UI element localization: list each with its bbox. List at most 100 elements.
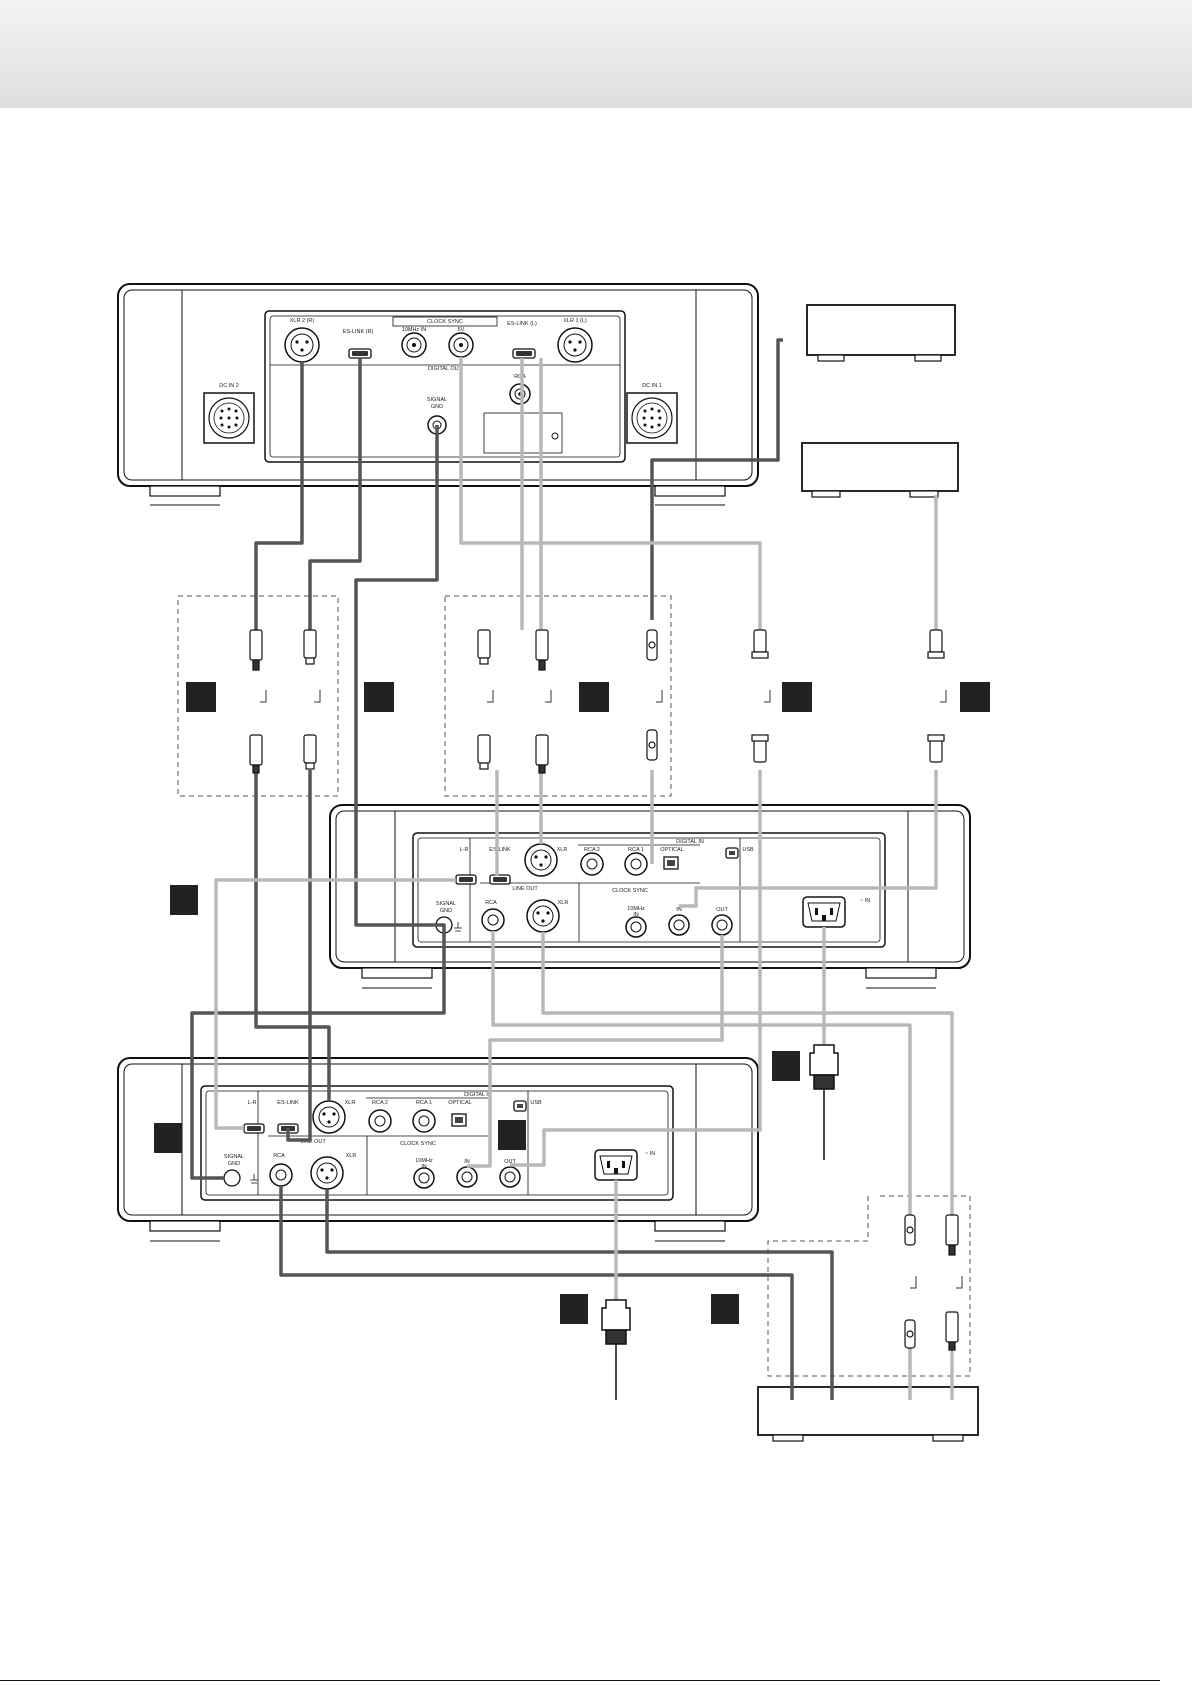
10mhz-in-label: 10MHz IN (402, 327, 426, 333)
mid-xlr-in-connector (524, 843, 558, 877)
dc-in-1-label: DC IN 1 (642, 383, 662, 389)
mid-ac-inlet (802, 896, 846, 928)
signal-gnd-label-2: GND (431, 404, 443, 410)
bot-optical-label: OPTICAL (448, 1100, 472, 1106)
bot-ac-inlet (594, 1149, 638, 1181)
mid-eslink-port (489, 874, 511, 885)
mid-rca2-label: RCA 2 (584, 847, 600, 853)
mid-usb-port (725, 847, 739, 859)
bot-xlr-in-connector (312, 1100, 346, 1134)
mid-rca-out-connector (481, 908, 505, 932)
mid-rca2-connector (580, 852, 604, 876)
bottom-unit-feet (149, 1220, 726, 1242)
mid-digital-in-label: DIGITAL IN (676, 839, 704, 845)
dc-in-2-label: DC IN 2 (219, 383, 239, 389)
10mhz-in-connector (401, 332, 427, 358)
bot-optical-port (451, 1113, 467, 1127)
bot-rca2-label: RCA 2 (372, 1100, 388, 1106)
mid-clock-sync-label: CLOCK SYNC (612, 888, 648, 894)
mid-signal-gnd-label-1: SIGNAL (436, 901, 456, 907)
bot-line-out-label: LINE OUT (300, 1139, 326, 1145)
dc-in-1-connector (626, 392, 678, 444)
xlr-l-label: XLR 1 (L) (563, 318, 587, 324)
bot-rca-out-connector (269, 1163, 293, 1187)
eslink-r-port (348, 348, 372, 359)
bot-clock-sync-label: CLOCK SYNC (400, 1141, 436, 1147)
mid-clock-in-label: IN (676, 907, 682, 913)
cable-direction-glyphs (260, 690, 963, 1289)
mid-line-out-label: LINE OUT (512, 886, 538, 892)
bot-10mhz-connector (413, 1167, 435, 1189)
bot-xlr-out-connector (310, 1156, 344, 1190)
bot-signal-gnd-label-1: SIGNAL (224, 1154, 244, 1160)
top-unit: XLR 2 (R) ES-LINK (R) CLOCK SYNC 10MHz I… (117, 283, 759, 506)
bot-rca2-connector (368, 1109, 392, 1133)
mid-xlr-label: XLR (557, 847, 568, 853)
bot-rca1-connector (412, 1109, 436, 1133)
mid-10mhz-label-2: IN (633, 912, 639, 918)
bot-xlr-out-label: XLR (346, 1153, 357, 1159)
bot-eslink-label: ES-LINK (277, 1100, 299, 1106)
mid-xlr-out-connector (526, 899, 560, 933)
mid-rca1-label: RCA 1 (628, 847, 644, 853)
bot-usb-port (513, 1100, 527, 1112)
bot-clock-in-connector (456, 1166, 478, 1188)
mid-10mhz-label-1: 10MHz (627, 906, 645, 912)
middle-unit: L-R ES-LINK XLR RCA 2 RCA 1 OPTICAL (329, 804, 971, 989)
bot-10mhz-label-2: IN (421, 1164, 427, 1170)
bot-ac-in-label: ~ IN (645, 1151, 655, 1157)
eslink-r-label: ES-LINK (R) (343, 329, 374, 335)
ac-power-plugs (601, 1044, 839, 1400)
digital-out-label: DIGITAL OUT (428, 366, 463, 372)
clock-sync-label: CLOCK SYNC (427, 319, 463, 325)
mid-clock-out-label: OUT (716, 907, 728, 913)
mid-lr-label: L-R (460, 847, 469, 853)
top-unit-feet (149, 485, 726, 506)
bot-10mhz-label-1: 10MHz (415, 1158, 433, 1164)
mid-eslink-label: ES-LINK (489, 847, 511, 853)
mid-clock-in-connector (668, 914, 690, 936)
mid-usb-label: USB (742, 847, 754, 853)
eslink-l-label: ES-LINK (L) (507, 321, 537, 327)
bot-rca1-label: RCA 1 (416, 1100, 432, 1106)
external-device-2 (801, 442, 959, 498)
rca-label: RCA (514, 374, 526, 380)
middle-unit-feet (361, 967, 937, 989)
cable-plugs (249, 629, 959, 1351)
amplifier-device (757, 1386, 979, 1442)
mid-optical-port (663, 856, 679, 870)
bot-clock-out-connector (499, 1166, 521, 1188)
mid-clock-out-connector (711, 914, 733, 936)
rca-connector (509, 383, 531, 405)
5v-label: 5V (458, 327, 465, 333)
callout-markers (154, 682, 990, 1324)
mid-rca1-connector (624, 852, 648, 876)
xlr-r-label: XLR 2 (R) (290, 318, 315, 324)
mid-signal-gnd-label-2: GND (440, 908, 452, 914)
xlr-r-connector (284, 327, 320, 363)
mid-ac-in-label: ~ IN (860, 898, 870, 904)
mid-lr-port (455, 874, 477, 885)
5v-connector (448, 332, 474, 358)
bot-clock-in-label: IN (464, 1159, 470, 1165)
signal-gnd-label-1: SIGNAL (427, 397, 447, 403)
footer-rule (0, 1680, 1160, 1681)
dc-in-2-connector (203, 392, 255, 444)
eslink-l-port (512, 348, 536, 359)
bot-xlr-label: XLR (345, 1100, 356, 1106)
bot-rca-out-label: RCA (273, 1153, 285, 1159)
bot-clock-out-label: OUT (504, 1159, 516, 1165)
mid-xlr-out-label: XLR (558, 900, 569, 906)
cables-dark (190, 338, 834, 1400)
bot-lr-label: L-R (248, 1100, 257, 1106)
bot-usb-label: USB (530, 1100, 542, 1106)
header-band (0, 0, 1192, 108)
bot-signal-gnd-label-2: GND (228, 1161, 240, 1167)
mid-optical-label: OPTICAL (660, 847, 684, 853)
mid-10mhz-connector (625, 916, 647, 938)
dashed-group-boxes (177, 595, 971, 1377)
bot-lr-port (243, 1123, 265, 1134)
xlr-l-connector (557, 327, 593, 363)
bot-digital-in-label: DIGITAL IN (464, 1092, 492, 1098)
